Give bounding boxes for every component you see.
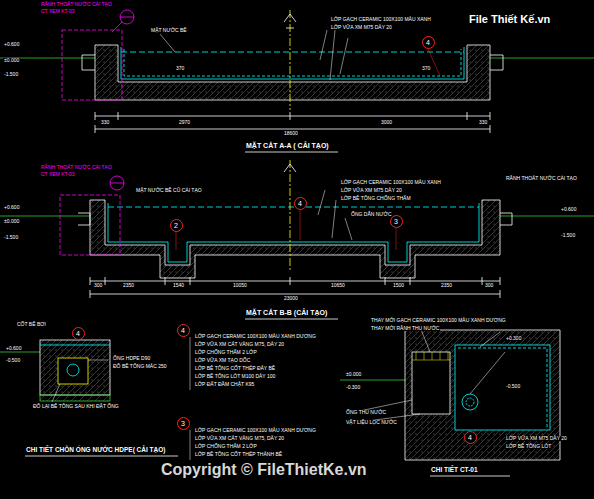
drawing-note: ĐỔ LẠI BÊ TÔNG SAU KHI ĐẶT ỐNG: [32, 404, 120, 409]
drawing-note: 2970: [178, 120, 191, 125]
drawing-note: LỚP CHỐNG THẤM 2 LỚP: [194, 444, 258, 449]
drawing-note: CHI TIẾT CT-01: [430, 467, 479, 474]
drawing-note: +0.600: [5, 346, 22, 351]
drawing-note: 10050: [232, 283, 248, 288]
drawing-note: CỐT BỂ BƠI: [16, 322, 47, 327]
drawing-note: LỚP GẠCH CERAMIC 100X100 MÀU XANH DƯƠNG: [194, 334, 317, 339]
drawing-note: RÃNH THOÁT NƯỚC CẢI TẠO: [40, 165, 113, 170]
callout-number-text: 4: [468, 434, 472, 441]
callout-number: 4: [177, 324, 190, 337]
callout-number: 4: [294, 197, 307, 210]
drawing-note: 330: [100, 120, 110, 125]
drawing-note: LỚP BÊ TÔNG LÓT M100 DÀY 100: [194, 374, 276, 379]
callout-number: 3: [177, 417, 190, 430]
drawing-note: LỚP VỮA XM M75 DÀY 20: [340, 188, 403, 193]
drawing-note: LỚP ĐẤT ĐẦM CHẶT K95: [194, 382, 255, 387]
site-logo: File Thiết Kế.vn: [468, 14, 551, 26]
drawing-note: 2350: [440, 283, 453, 288]
drawing-note: MẶT NƯỚC BỂ CŨ CẢI TẠO: [135, 188, 203, 193]
callout-number-text: 3: [394, 218, 398, 225]
drawing-note: MẶT CẮT B-B (CẢI TẠO): [245, 309, 328, 316]
drawing-note: LỚP BÊ TÔNG CỐT THÉP ĐÁY BỂ: [194, 366, 276, 371]
drawing-note: -0.300: [345, 385, 361, 390]
drawing-note: 300: [484, 283, 494, 288]
drawing-note: ỐNG THU NƯỚC: [345, 410, 387, 415]
drawing-note: VẬT LIỆU LỌC NƯỚC: [345, 420, 398, 425]
drawing-note: LỚP GẠCH CERAMIC 100X100 MÀU XANH: [340, 180, 442, 185]
drawing-note: CT XEM KT-03: [40, 9, 76, 14]
drawing-note: 1540: [172, 283, 185, 288]
drawing-note: CHI TIẾT CHÔN ỐNG NƯỚC HDPE( CẢI TẠO): [25, 447, 167, 454]
drawing-note: 370: [421, 66, 431, 71]
drawing-note: ±0.000: [3, 58, 20, 63]
callout-number: 4: [422, 36, 435, 49]
drawing-note: LỚP BÊ TÔNG CỐT THÉP THÀNH BỂ: [194, 452, 283, 457]
drawing-note: +0.300: [505, 336, 522, 341]
drawing-note: THAY MỚI RÃNH THU NƯỚC: [370, 326, 440, 331]
drawing-note: 1500: [392, 283, 405, 288]
drawing-note: 3000: [380, 120, 393, 125]
drawing-note: RÃNH THOÁT NƯỚC CẢI TẠO: [40, 2, 113, 7]
drawing-note: -1.500: [3, 72, 19, 77]
drawing-note: LỚP VỮA XM CÁT VÀNG M75, DÀY 20: [194, 436, 285, 441]
drawing-note: THAY MỚI GẠCH CERAMIC 100X100 MÀU XANH D…: [370, 318, 507, 323]
drawing-note: ±0.000: [3, 219, 20, 224]
callout-number: 4: [464, 431, 477, 444]
callout-number: 4: [72, 327, 85, 340]
drawing-note: LỚP VỮA XM TẠO DỐC: [194, 358, 251, 363]
drawing-note: CT XEM KT-03: [40, 172, 76, 177]
callout-number: 2: [170, 219, 183, 232]
drawing-note: 10650: [330, 283, 346, 288]
drawing-note: RÃNH THOÁT NƯỚC CẢI TẠO: [505, 176, 578, 181]
drawing-note: +0.600: [560, 207, 577, 212]
drawing-note: +0.600: [3, 205, 20, 210]
drawing-note: 18600: [283, 131, 299, 136]
drawing-note: MẶT NƯỚC BỂ: [150, 28, 188, 33]
drawing-note: ĐỔ BÊ TÔNG MÁC 250: [112, 364, 168, 369]
drawing-note: LỚP BÊ TÔNG CHỐNG THẤM: [340, 196, 412, 201]
drawing-note: 370: [175, 66, 185, 71]
drawing-note: LỚP CHỐNG THẤM 2 LỚP: [194, 350, 258, 355]
drawing-note: LỚP VỮA XM M75 DÀY 20: [330, 25, 393, 30]
callout-number-text: 3: [181, 420, 185, 427]
callout-number-text: 4: [76, 330, 80, 337]
drawing-note: 330: [478, 120, 488, 125]
drawing-note: ỐNG DẪN NƯỚC: [350, 212, 393, 217]
drawing-note: LỚP VỮA XM CÁT VÀNG M75, DÀY 20: [194, 342, 285, 347]
callout-number-text: 4: [426, 39, 430, 46]
watermark: Copyright © FileThietKe.vn: [160, 462, 368, 479]
callout-number-text: 4: [298, 200, 302, 207]
drawing-note: MẶT CẮT A-A ( CẢI TẠO): [245, 142, 330, 149]
drawing-note: -0.500: [505, 384, 521, 389]
callout-number-text: 2: [174, 222, 178, 229]
drawing-note: -0.500: [5, 358, 21, 363]
drawing-note: -1.500: [3, 235, 19, 240]
drawing-note: 2350: [122, 283, 135, 288]
callout-number: 3: [390, 215, 403, 228]
drawing-note: ±0.000: [345, 372, 362, 377]
drawing-note: ỐNG HDPE D90: [112, 356, 151, 361]
drawing-note: LỚP GẠCH CERAMIC 100X100 MÀU XANH: [330, 17, 432, 22]
drawing-note: 23000: [283, 296, 299, 301]
drawing-note: -1.500: [560, 233, 576, 238]
drawing-note: 300: [93, 283, 103, 288]
drawing-note: LỚP GẠCH CERAMIC 100X100 MÀU XANH DƯƠNG: [194, 428, 317, 433]
callout-number-text: 4: [181, 327, 185, 334]
drawing-note: LỚP VỮA XM M75 DÀY 20: [505, 436, 568, 441]
drawing-note: LỚP BÊ TÔNG LÓT: [505, 444, 552, 449]
drawing-note: +0.600: [3, 42, 20, 47]
